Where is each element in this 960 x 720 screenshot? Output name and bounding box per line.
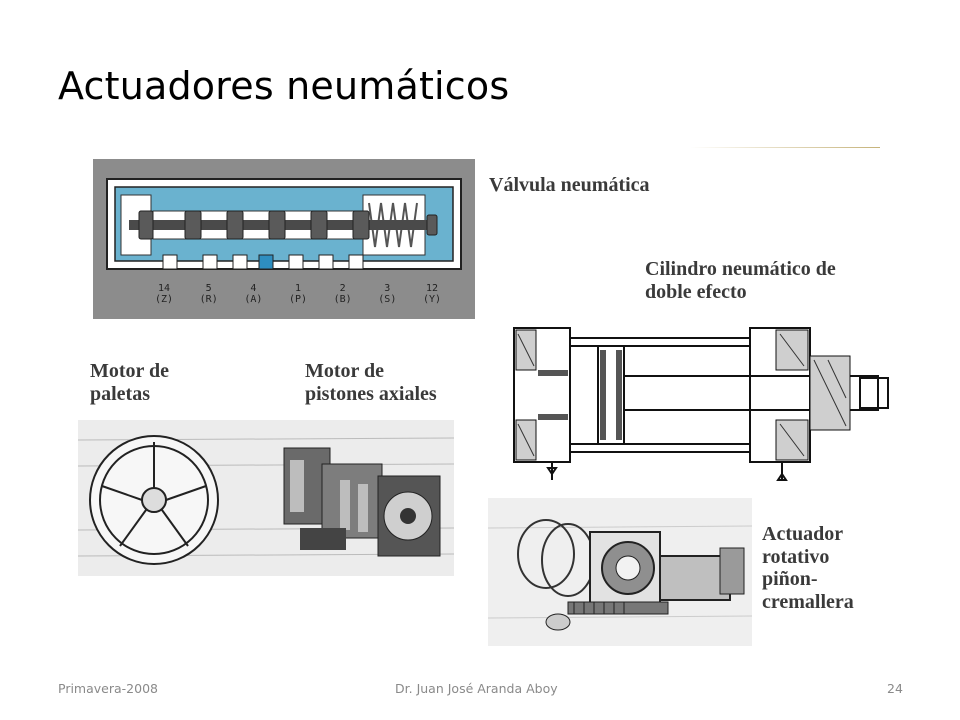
port-code: (Y)	[422, 294, 441, 305]
footer-page-number: 24	[887, 681, 903, 696]
decorative-rule	[690, 147, 880, 148]
valve-port: 12(Y)	[423, 283, 441, 305]
footer-date: Primavera-2008	[58, 681, 158, 696]
port-number: 2	[339, 283, 346, 294]
cylinder-figure	[508, 298, 896, 490]
port-number: 5	[205, 283, 212, 294]
port-code: (B)	[333, 294, 352, 305]
port-number: 3	[384, 283, 391, 294]
rotary-label-line3: piñon-	[762, 568, 818, 591]
cylinder-label: Cilindro neumático de doble efecto	[645, 258, 836, 303]
vane-motor-label-line1: Motor de	[90, 360, 170, 382]
piston-motor-label-line2: pistones axiales	[305, 382, 437, 405]
valve-label: Válvula neumática	[489, 174, 650, 196]
piston-motor-label: Motor de pistones axiales	[305, 360, 437, 405]
port-number: 12	[425, 283, 438, 294]
slide-title: Actuadores neumáticos	[58, 64, 510, 108]
footer-author: Dr. Juan José Aranda Aboy	[395, 681, 558, 696]
cylinder-label-line1: Cilindro neumático de	[645, 258, 836, 280]
port-number: 4	[250, 283, 257, 294]
vane-motor-label-line2: paletas	[90, 382, 150, 405]
valve-port-labels: 14(Z) 5(R) 4(A) 1(P) 2(B) 3(S) 12(Y)	[155, 283, 441, 305]
rotary-label-line2: rotativo	[762, 545, 830, 568]
valve-port: 1(P)	[289, 283, 307, 305]
piston-motor-label-line1: Motor de	[305, 360, 385, 382]
cylinder-label-line2: doble efecto	[645, 280, 747, 303]
port-code: (Z)	[155, 294, 174, 305]
port-code: (R)	[199, 294, 218, 305]
port-code: (S)	[378, 294, 397, 305]
rotary-label-line4: cremallera	[762, 590, 854, 613]
valve-port: 5(R)	[200, 283, 218, 305]
rotary-label-line1: Actuador	[762, 523, 844, 545]
valve-figure: 14(Z) 5(R) 4(A) 1(P) 2(B) 3(S) 12(Y)	[93, 159, 475, 319]
port-code: (A)	[244, 294, 263, 305]
rotary-actuator-label: Actuador rotativo piñon- cremallera	[762, 523, 854, 613]
port-number: 1	[294, 283, 302, 294]
port-code: (P)	[288, 294, 308, 305]
valve-port: 4(A)	[244, 283, 262, 305]
motors-figure	[77, 420, 455, 576]
valve-port: 2(B)	[334, 283, 352, 305]
rotary-actuator-figure	[487, 498, 753, 646]
port-number: 14	[158, 283, 171, 294]
valve-port: 14(Z)	[155, 283, 173, 305]
vane-motor-label: Motor de paletas	[90, 360, 169, 405]
valve-port: 3(S)	[378, 283, 396, 305]
